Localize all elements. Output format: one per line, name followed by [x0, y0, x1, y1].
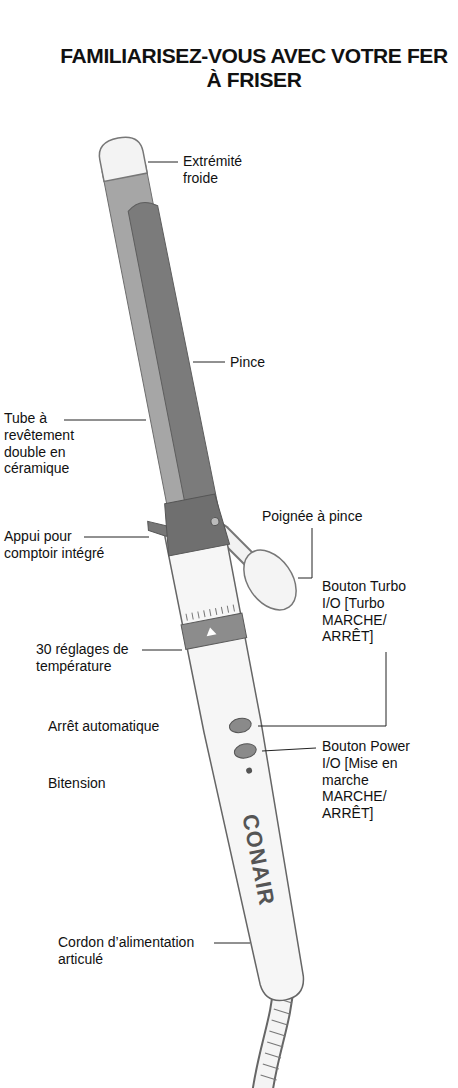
part-label: Arrêt automatique [48, 718, 198, 735]
cord-ridge [263, 1064, 279, 1069]
leader-line [142, 650, 182, 651]
cord-ridge [267, 1042, 283, 1047]
dial-tick [227, 606, 228, 613]
part-label: 30 réglages de température [36, 641, 142, 675]
page-title: FAMILIARISEZ-VOUS AVEC VOTRE FER À FRISE… [58, 44, 450, 91]
part-label: Appui pour comptoir intégré [4, 528, 126, 562]
dial-tick [210, 609, 211, 616]
part-label: Pince [230, 354, 290, 371]
cord-ridge [272, 1020, 288, 1025]
hinge-block [159, 493, 230, 556]
cord-ridges [261, 998, 292, 1080]
dial-tick [192, 613, 193, 620]
part-label: Bouton Power I/O [Mise en marche MARCHE/… [322, 738, 422, 822]
temperature-dial [181, 613, 247, 649]
part-label: Extrémité froide [183, 153, 261, 187]
power-button [233, 742, 257, 760]
part-label: Poignée à pince [262, 508, 412, 525]
part-label: Tube à revêtement double en céramique [4, 410, 88, 477]
leader-line [258, 652, 386, 726]
cord-ridge [274, 1009, 290, 1014]
dial-tick [186, 614, 187, 621]
leader-line [64, 420, 146, 421]
dial-tick [221, 607, 222, 614]
part-label: Cordon d’alimentation articulé [58, 934, 218, 968]
indicator-light [246, 767, 253, 774]
leader-lines [64, 162, 386, 943]
leader-line [193, 362, 225, 363]
clamp-paddle [233, 540, 307, 619]
dial-marker [205, 626, 216, 636]
dial-tick [233, 605, 234, 612]
iron-body [74, 132, 317, 1009]
turbo-button [228, 716, 252, 734]
handle [165, 525, 315, 1006]
leader-line [262, 748, 316, 751]
leader-line [84, 537, 149, 538]
clamp [127, 199, 219, 516]
cord-ridge [261, 1075, 277, 1080]
leader-line [298, 528, 312, 578]
cord-ridge [265, 1053, 281, 1058]
leader-line [148, 162, 178, 163]
part-label: Bouton Turbo I/O [Turbo MARCHE/ ARRÊT] [322, 578, 426, 645]
leader-line [214, 943, 250, 944]
dial-tick [198, 611, 199, 618]
cool-tip [96, 134, 147, 182]
hinge-pin [210, 517, 219, 526]
cord-ridge [269, 1031, 285, 1036]
part-label: Bitension [48, 775, 168, 792]
dial-tick [215, 608, 216, 615]
dial-tick [204, 610, 205, 617]
